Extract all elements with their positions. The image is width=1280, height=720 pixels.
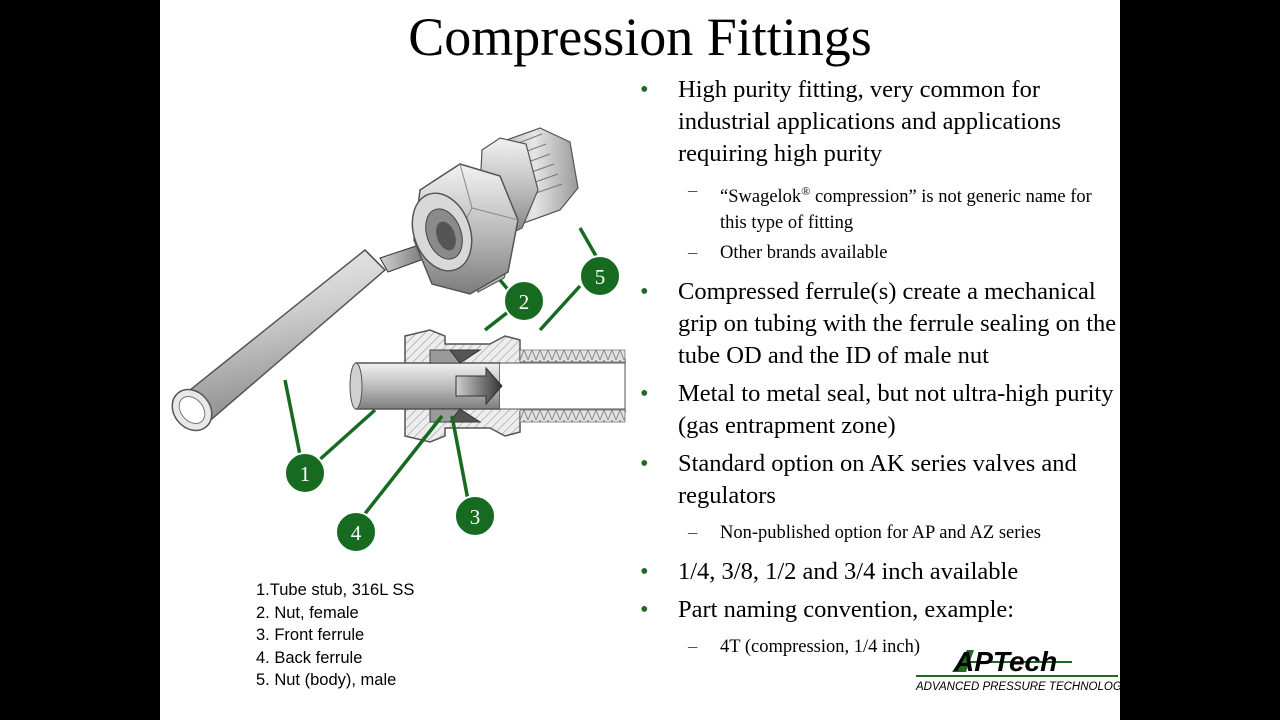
svg-text:3: 3: [470, 505, 481, 529]
callout-1: 1: [285, 453, 325, 493]
svg-text:5: 5: [595, 265, 606, 289]
bullet-dot: •: [640, 594, 649, 626]
bullet-dot: •: [640, 276, 649, 308]
bullet-item: • Compressed ferrule(s) create a mechani…: [640, 276, 1120, 372]
legend-item: 5. Nut (body), male: [256, 669, 414, 692]
legend-item: 3. Front ferrule: [256, 624, 414, 647]
legend-item: 1.Tube stub, 316L SS: [256, 579, 414, 602]
fitting-diagram: 1 2 3 4 5: [160, 80, 640, 560]
legend-item: 4. Back ferrule: [256, 647, 414, 670]
callout-5: 5: [580, 256, 620, 296]
callout-4: 4: [336, 512, 376, 552]
tube-stub-illustration: [164, 250, 385, 438]
bullet-item: • High purity fitting, very common for i…: [640, 74, 1120, 266]
svg-text:APTech: APTech: [953, 646, 1057, 677]
bullet-dot: •: [640, 378, 649, 410]
aptech-logo: APTech ADVANCED PRESSURE TECHNOLOGY: [912, 640, 1120, 698]
bullet-item: • Metal to metal seal, but not ultra-hig…: [640, 378, 1120, 442]
callout-3: 3: [455, 496, 495, 536]
legend-item: 2. Nut, female: [256, 602, 414, 625]
slide: Compression Fittings: [160, 0, 1120, 720]
bullet-dot: •: [640, 74, 649, 106]
sub-bullet-item: –“Swagelok® compression” is not generic …: [678, 178, 1120, 236]
svg-text:1: 1: [300, 462, 311, 486]
svg-text:4: 4: [351, 521, 362, 545]
bullet-list: • High purity fitting, very common for i…: [640, 74, 1120, 670]
bullet-item: • Standard option on AK series valves an…: [640, 448, 1120, 546]
fitting-3d-illustration: [402, 128, 578, 294]
sub-bullet-list: –Non-published option for AP and AZ seri…: [678, 520, 1120, 546]
parts-legend: 1.Tube stub, 316L SS 2. Nut, female 3. F…: [256, 579, 414, 692]
bullet-dot: •: [640, 556, 649, 588]
svg-text:2: 2: [519, 290, 530, 314]
callout-2: 2: [504, 281, 544, 321]
sub-bullet-item: –Non-published option for AP and AZ seri…: [678, 520, 1120, 546]
sub-bullet-item: –Other brands available: [678, 240, 1120, 266]
slide-title: Compression Fittings: [160, 2, 1120, 72]
bullet-dot: •: [640, 448, 649, 480]
bullet-item: • 1/4, 3/8, 1/2 and 3/4 inch available: [640, 556, 1120, 588]
sub-bullet-list: –“Swagelok® compression” is not generic …: [678, 178, 1120, 266]
fitting-cross-section: [350, 330, 640, 442]
svg-text:ADVANCED PRESSURE TECHNOLOGY: ADVANCED PRESSURE TECHNOLOGY: [915, 681, 1120, 693]
